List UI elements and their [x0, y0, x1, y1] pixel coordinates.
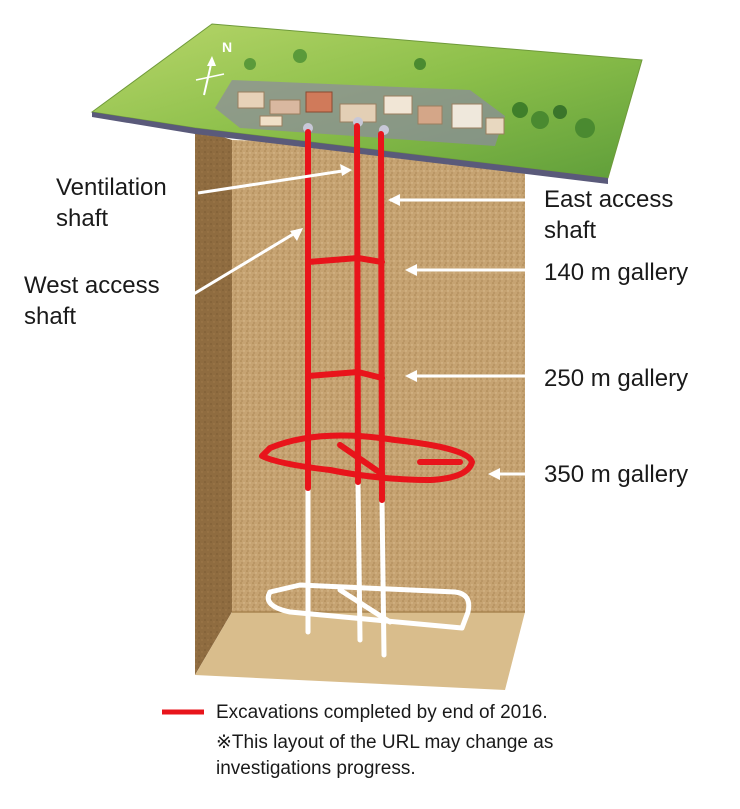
surface-edge: [92, 112, 608, 184]
east-access-shaft-label-line1: East access: [544, 186, 674, 213]
east-access-shaft-label: East access shaft: [544, 184, 673, 246]
west-access-shaft-label-line1: West access: [24, 272, 160, 299]
ventilation-shaft-line: [354, 123, 361, 485]
north-label: N: [222, 39, 232, 55]
excavated-works: [259, 123, 475, 503]
west-access-shaft-label-line2: shaft: [24, 303, 77, 330]
west-access-leader: [191, 228, 301, 297]
earth-bottom-face: [195, 612, 525, 690]
trees: [244, 49, 595, 138]
legend-note-line1: ※This layout of the URL may change as: [216, 732, 554, 753]
east-access-shaft-line: [378, 131, 385, 503]
gallery-350-label: 350 m gallery: [544, 461, 689, 488]
gallery-250-label: 250 m gallery: [544, 365, 689, 392]
leader-lines: [191, 164, 535, 480]
planned-500m-gallery: [265, 582, 472, 631]
planned-excavations: [265, 479, 472, 658]
earth-left-face: [195, 128, 232, 675]
gallery-140-label: 140 m gallery: [544, 259, 689, 286]
facility-buildings: [237, 91, 505, 135]
legend-excavated-text: Excavations completed by end of 2016.: [216, 702, 548, 723]
north-arrow: N: [195, 39, 232, 96]
ventilation-shaft-label-line1: Ventilation: [56, 174, 167, 201]
ventilation-leader: [197, 168, 350, 195]
gallery-350m: [259, 432, 475, 483]
east-access-shaft-label-line2: shaft: [544, 217, 597, 244]
west-access-shaft-label: West access shaft: [24, 270, 160, 332]
ventilation-shaft-label-line2: shaft: [56, 205, 109, 232]
gallery-250m: [305, 369, 385, 381]
legend-note-line2: investigations progress.: [216, 758, 416, 779]
ventilation-shaft-label: Ventilation shaft: [56, 172, 167, 234]
gallery-140m: [305, 255, 385, 265]
ground-surface: [90, 23, 643, 184]
